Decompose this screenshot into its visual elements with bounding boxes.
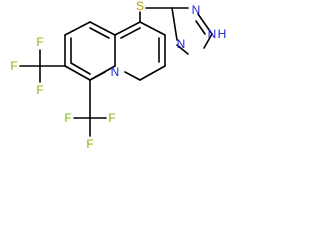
bond — [139, 65, 166, 81]
bond — [139, 21, 166, 36]
chemical-structure: F F F F F F N S N N N H — [10, 0, 227, 151]
thioether-link — [139, 7, 173, 23]
bond — [124, 71, 141, 81]
bond — [203, 33, 213, 49]
fluorine-atom: F — [64, 111, 71, 125]
fluorine-atom: F — [10, 59, 17, 73]
double-bond — [120, 27, 141, 39]
hydrogen-atom: H — [218, 27, 227, 41]
triazole-ring — [171, 7, 213, 55]
fluorine-atom: F — [108, 111, 115, 125]
bond — [89, 71, 106, 81]
bond — [176, 44, 189, 55]
sulfur-atom: S — [136, 0, 144, 13]
benzene-ring — [64, 21, 116, 81]
nitrogen-atom: N — [177, 37, 186, 51]
bond — [197, 13, 213, 35]
double-bond — [89, 27, 110, 39]
nitrogen-atom: N — [208, 27, 217, 41]
double-bond — [70, 62, 91, 75]
cf3-bottom — [73, 79, 107, 137]
bond — [114, 21, 141, 36]
fluorine-atom: F — [86, 137, 93, 151]
bond — [64, 21, 91, 36]
fluorine-atom: F — [36, 35, 43, 49]
nitrogen-atom: N — [192, 3, 201, 17]
cf3-left — [19, 49, 66, 83]
nitrogen-atom: N — [111, 65, 120, 79]
double-bond — [195, 20, 206, 35]
bond — [171, 7, 178, 41]
bond — [64, 65, 91, 81]
bond — [89, 21, 116, 36]
fluorine-atom: F — [36, 83, 43, 97]
pyridine-ring — [89, 21, 166, 81]
